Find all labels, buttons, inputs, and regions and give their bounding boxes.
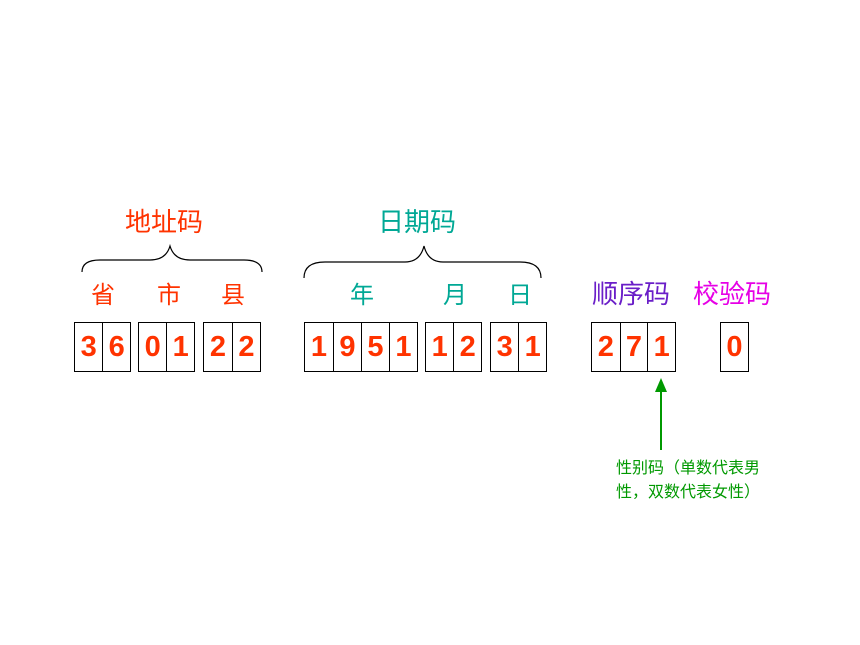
date-code-header: 日期码	[378, 208, 457, 238]
digit: 9	[333, 323, 361, 371]
digit: 6	[102, 323, 130, 371]
day-label: 日	[508, 281, 532, 309]
check-code-header: 校验码	[693, 280, 772, 310]
month-label: 月	[443, 281, 467, 309]
county-digits: 2 2	[203, 322, 261, 372]
digit: 1	[389, 323, 417, 371]
check-digits: 0	[720, 322, 749, 372]
digit: 2	[597, 330, 614, 363]
digit: 0	[726, 330, 743, 363]
digit: 1	[166, 323, 194, 371]
sequence-code-header: 顺序码	[592, 280, 671, 310]
digit: 5	[361, 323, 389, 371]
digit: 1	[647, 323, 675, 371]
digit: 1	[310, 330, 328, 363]
sequence-digits: 2 7 1	[591, 322, 676, 372]
county-label: 县	[221, 281, 245, 309]
day-digits: 3 1	[490, 322, 547, 372]
gender-arrow-head	[655, 378, 667, 392]
province-digits: 3 6	[74, 322, 131, 372]
month-digits: 1 2	[425, 322, 482, 372]
digit: 0	[144, 330, 161, 363]
year-digits: 1 9 5 1	[304, 322, 418, 372]
digit: 2	[232, 323, 260, 371]
digit: 1	[518, 323, 546, 371]
address-brace	[81, 243, 263, 273]
city-label: 市	[157, 281, 181, 309]
year-label: 年	[350, 281, 374, 309]
date-brace	[303, 245, 542, 279]
province-label: 省	[91, 281, 115, 309]
digit: 2	[209, 330, 227, 363]
gender-code-note: 性别码（单数代表男性，双数代表女性）	[616, 458, 761, 501]
digit: 3	[496, 330, 513, 363]
digit: 3	[80, 330, 97, 363]
digit: 2	[453, 323, 481, 371]
city-digits: 0 1	[138, 322, 195, 372]
digit: 7	[619, 323, 648, 371]
address-code-header: 地址码	[125, 208, 204, 238]
digit: 1	[431, 330, 448, 363]
